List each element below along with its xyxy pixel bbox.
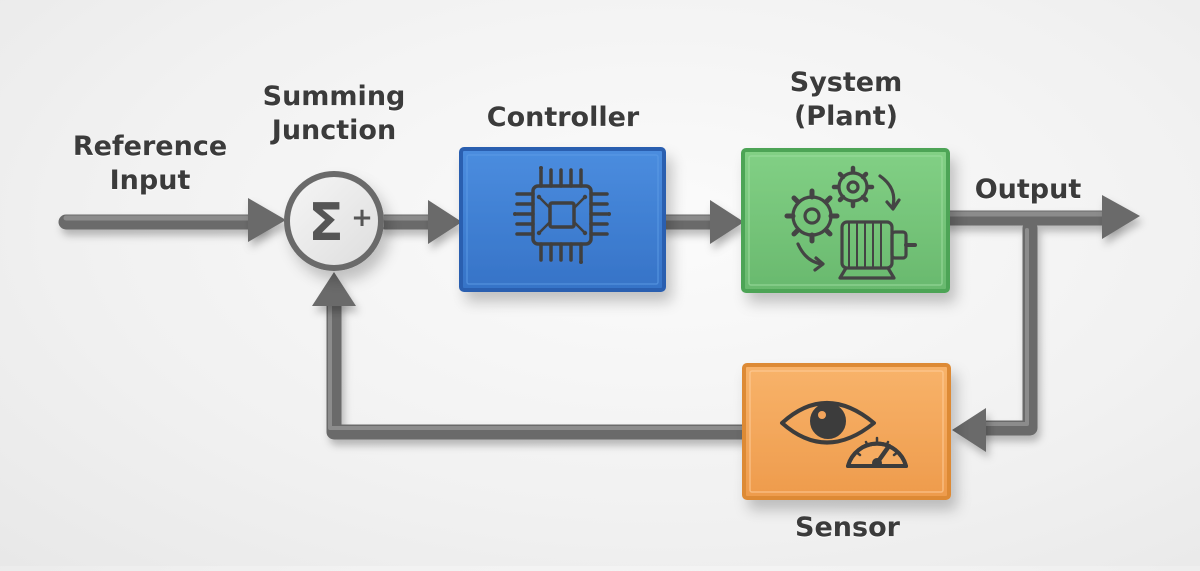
summing-junction-label: Summing Junction	[244, 80, 424, 148]
summing-junction: Σ +	[284, 171, 384, 271]
reference-input-label-line-1: Reference	[72, 131, 228, 162]
eye-gauge-icon	[780, 401, 908, 468]
system-label-line-2: (Plant)	[793, 101, 899, 132]
sensor-block	[742, 363, 951, 500]
feedback-down-line	[976, 220, 1038, 436]
arrowheads	[248, 195, 1140, 452]
sigma-symbol: Σ	[308, 193, 344, 253]
summing-junction-label-line-1: Summing	[262, 81, 406, 112]
junction-to-controller-line	[377, 214, 440, 230]
controller-label: Controller	[486, 102, 640, 133]
arrow-into-controller	[428, 200, 462, 244]
output-label: Output	[974, 174, 1082, 205]
controller-to-system-line	[656, 214, 724, 230]
arrow-into-junction	[248, 198, 286, 242]
output-line	[940, 210, 1118, 226]
arrow-into-system	[710, 200, 744, 244]
system-label-line-1: System	[789, 67, 903, 98]
arrow-into-junction-feedback	[312, 272, 356, 306]
reference-input-line	[58, 214, 266, 230]
arrow-output	[1102, 195, 1140, 239]
sensor-label: Sensor	[795, 512, 900, 543]
system-plant-label: System (Plant)	[746, 66, 946, 134]
system-block	[741, 148, 950, 293]
reference-input-label: Reference Input	[60, 130, 240, 198]
microchip-icon	[513, 166, 611, 264]
gears-motor-icon	[784, 165, 917, 280]
reference-input-label-line-2: Input	[109, 165, 191, 196]
controller-block	[459, 147, 666, 292]
signal-lines	[58, 210, 1118, 440]
feedback-return-line	[326, 294, 752, 440]
summing-junction-label-line-2: Junction	[271, 115, 397, 146]
plus-symbol: +	[351, 203, 373, 233]
arrow-into-sensor	[952, 408, 986, 452]
